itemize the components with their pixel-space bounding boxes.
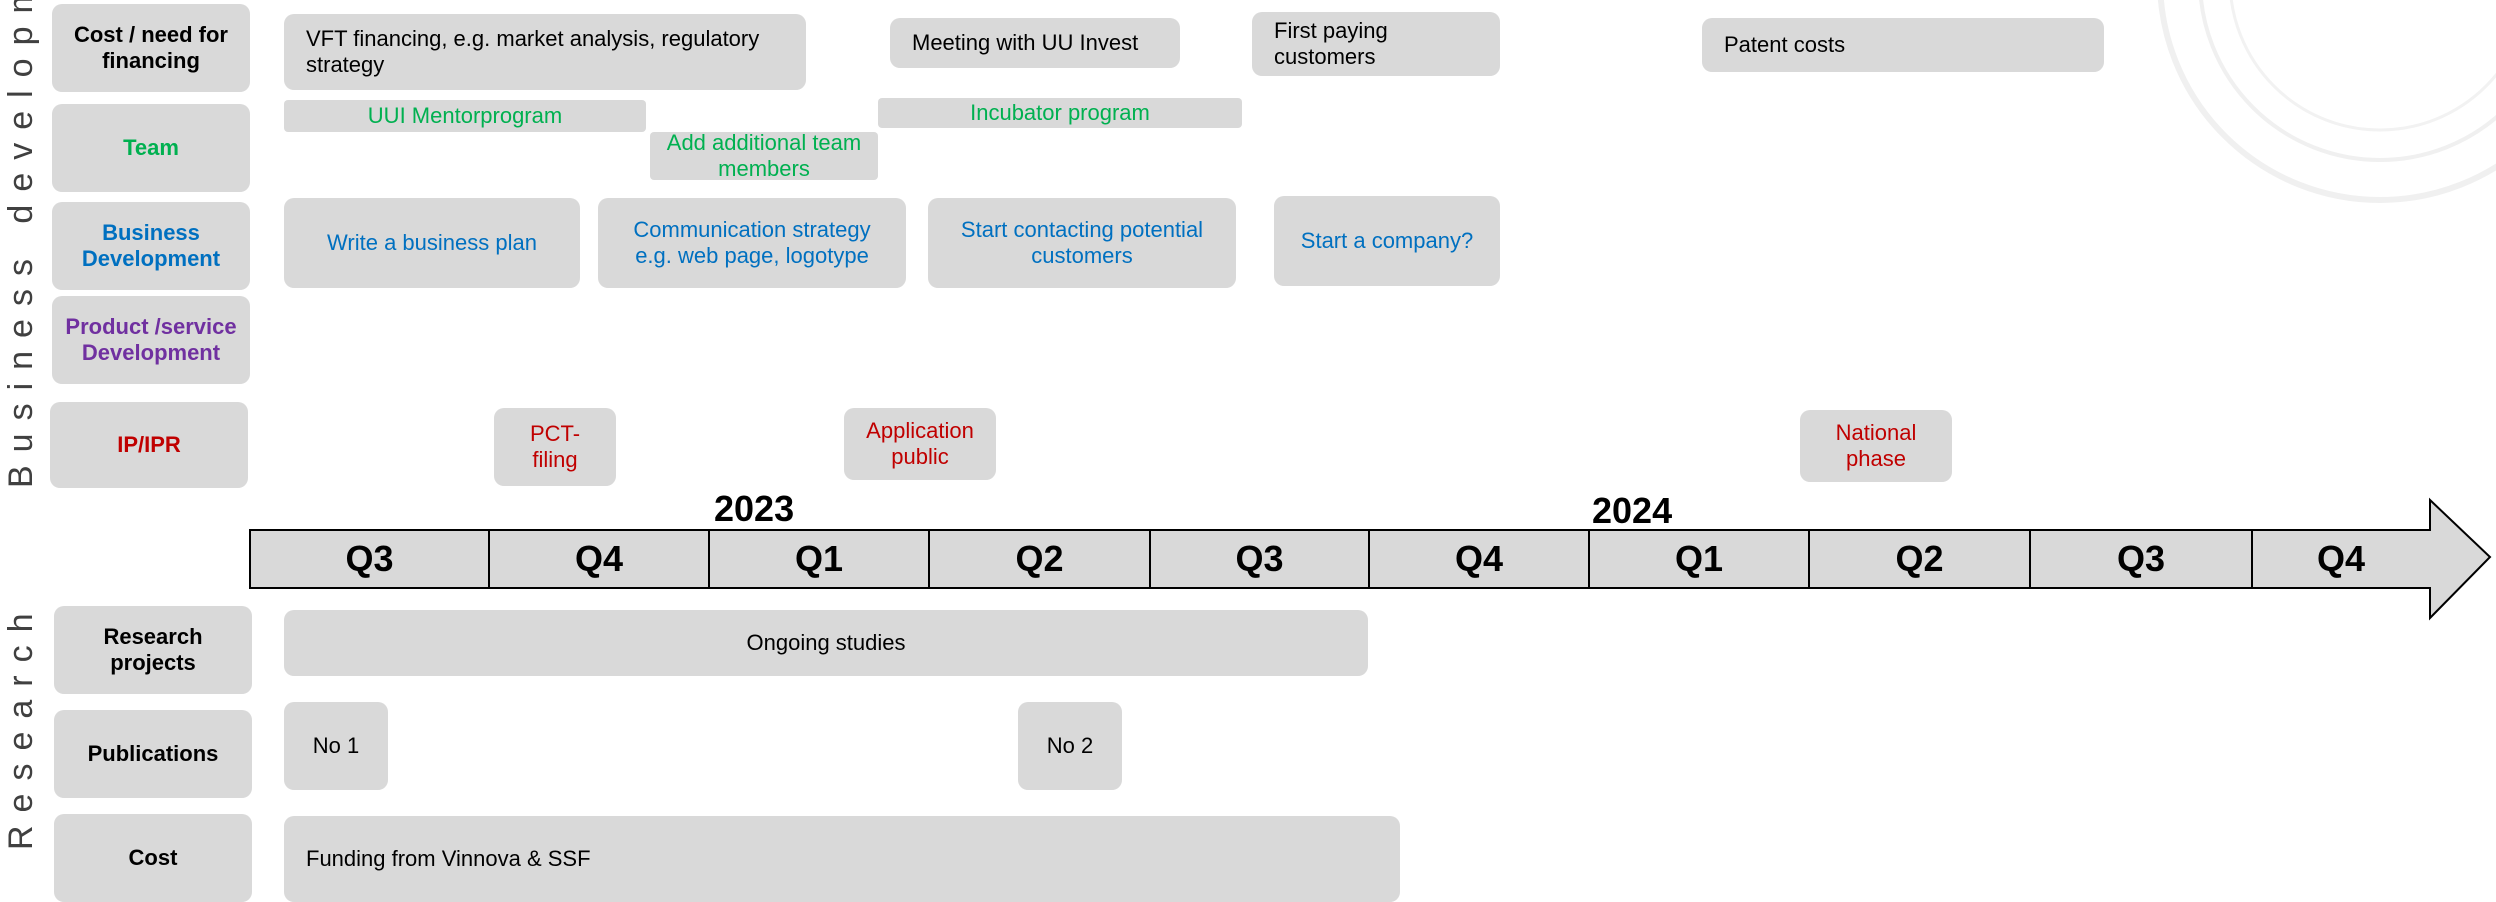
row-label-financing: Cost / need for financing bbox=[52, 4, 250, 92]
quarter-label: Q4 bbox=[1455, 538, 1503, 579]
quarter-label: Q3 bbox=[2117, 538, 2165, 579]
quarter-label: Q1 bbox=[795, 538, 843, 579]
team-item: Incubator program bbox=[878, 98, 1242, 128]
cost-item: Funding from Vinnova & SSF bbox=[284, 816, 1400, 902]
row-label-ip: IP/IPR bbox=[50, 402, 248, 488]
quarter-label: Q2 bbox=[1015, 538, 1063, 579]
timeline-arrow: Q3 Q4 Q1 Q2 Q3 Q4 Q1 Q2 Q3 Q4 bbox=[249, 497, 2492, 621]
ip-item: PCT-filing bbox=[494, 408, 616, 486]
team-item: UUI Mentorprogram bbox=[284, 100, 646, 132]
row-label-research-projects: Research projects bbox=[54, 606, 252, 694]
team-item: Add additional team members bbox=[650, 130, 878, 181]
quarter-label: Q3 bbox=[345, 538, 393, 579]
ip-item: Application public bbox=[844, 408, 996, 480]
year-label: 2023 bbox=[714, 488, 795, 529]
bizdev-item: Write a business plan bbox=[284, 198, 580, 288]
financing-item: VFT financing, e.g. market analysis, reg… bbox=[284, 14, 806, 90]
financing-item: First paying customers bbox=[1252, 12, 1500, 76]
financing-item: Patent costs bbox=[1702, 18, 2104, 72]
year-label: 2024 bbox=[1592, 490, 1673, 531]
row-label-product-development: Product /service Development bbox=[52, 296, 250, 384]
row-label-publications: Publications bbox=[54, 710, 252, 798]
quarter-label: Q2 bbox=[1895, 538, 1943, 579]
bizdev-item: Start a company? bbox=[1274, 196, 1500, 286]
university-seal-watermark bbox=[2157, 0, 2496, 203]
ip-item: National phase bbox=[1800, 410, 1952, 482]
publication-item: No 1 bbox=[284, 702, 388, 790]
row-label-team: Team bbox=[52, 104, 250, 192]
bizdev-item: Start contacting potential customers bbox=[928, 198, 1236, 288]
row-label-business-development: Business Development bbox=[52, 202, 250, 290]
financing-item: Meeting with UU Invest bbox=[890, 18, 1180, 68]
publication-item: No 2 bbox=[1018, 702, 1122, 790]
row-label-cost: Cost bbox=[54, 814, 252, 902]
research-side-label: Research bbox=[2, 600, 40, 850]
quarter-label: Q4 bbox=[2317, 538, 2365, 579]
quarter-label: Q1 bbox=[1675, 538, 1723, 579]
business-development-side-label: Business development bbox=[2, 0, 40, 488]
quarter-label: Q4 bbox=[575, 538, 623, 579]
research-item: Ongoing studies bbox=[284, 610, 1368, 676]
quarter-label: Q3 bbox=[1235, 538, 1283, 579]
bizdev-item: Communication strategy e.g. web page, lo… bbox=[598, 198, 906, 288]
